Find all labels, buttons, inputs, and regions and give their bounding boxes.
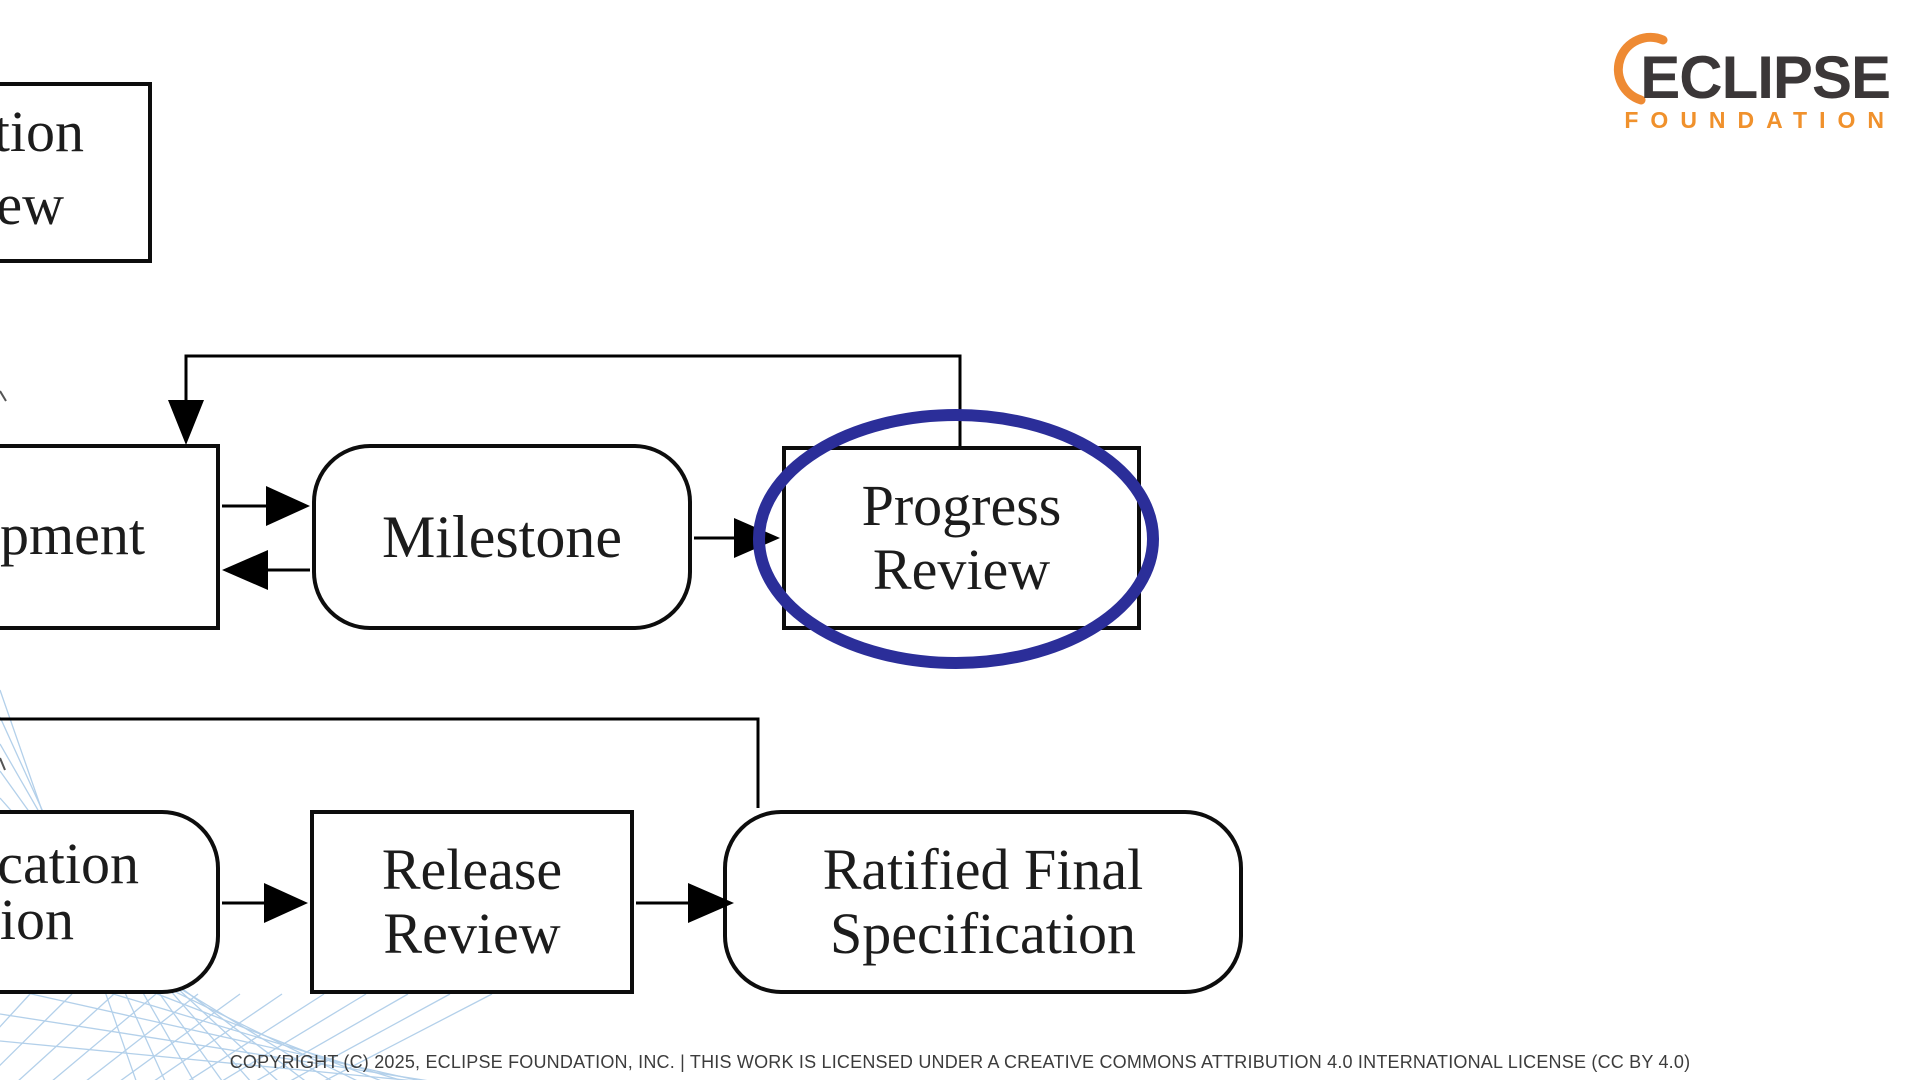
dev-to-milestone-arrowhead: [266, 486, 310, 526]
decorative-line: [290, 993, 451, 1080]
specification-version-box: [0, 810, 220, 994]
release-to-ratified-arrowhead: [688, 883, 734, 923]
decorative-line: [0, 1013, 428, 1080]
decorative-line: [0, 1040, 413, 1080]
spec-to-release-arrowhead: [264, 883, 308, 923]
ratified-label-line1: Ratified Final: [822, 837, 1144, 902]
milestone-to-dev-arrowhead: [222, 550, 268, 590]
release-review-label-line1: Release: [381, 837, 563, 902]
progress-review-box: Progress Review: [782, 446, 1141, 630]
milestone-box: Milestone: [312, 444, 692, 630]
decorative-line: [52, 993, 157, 1080]
creation-review-label-fragment-1: tion: [0, 99, 84, 164]
decorative-line: [120, 993, 241, 1080]
decorative-line: [188, 993, 325, 1080]
decorative-line: [0, 993, 73, 1067]
progress-review-label-line1: Progress: [861, 473, 1062, 538]
eclipse-logo-subtitle-text: FOUNDATION: [1624, 107, 1896, 133]
progress-feedback-arrowhead: [168, 400, 204, 445]
release-review-label-line2: Review: [383, 901, 561, 966]
development-box: [0, 444, 220, 630]
decorative-line: [0, 993, 31, 1028]
creation-review-box: [0, 82, 152, 263]
decorative-line: [86, 993, 199, 1080]
left-edge-mark-bottom: [0, 757, 6, 771]
eclipse-logo-title: ECLIPSE: [1640, 44, 1891, 111]
decorative-line: [256, 993, 409, 1080]
highlight-ellipse: [753, 409, 1159, 669]
progress-review-label-line2: Review: [872, 537, 1051, 602]
decorative-line: [18, 993, 115, 1080]
milestone-label: Milestone: [382, 504, 622, 570]
left-edge-mark-top: [0, 390, 7, 402]
progress-feedback-arrow-line: [184, 354, 962, 446]
decorative-line: [154, 993, 283, 1080]
decorative-line: [222, 993, 367, 1080]
development-label-fragment: pment: [0, 502, 145, 567]
eclipse-crescent-icon: [1613, 32, 1668, 105]
release-review-box: Release Review: [310, 810, 634, 994]
ratified-label-line2: Specification: [829, 901, 1136, 966]
specification-version-label-fragment-1: cation: [0, 831, 139, 896]
specification-version-label-fragment-2: ion: [0, 887, 74, 952]
decorative-line: [324, 993, 493, 1080]
eclipse-logo-subtitle: FOUNDATION: [1624, 109, 1884, 132]
ratified-feedback-line: [0, 717, 760, 808]
copyright-text: COPYRIGHT (C) 2025, ECLIPSE FOUNDATION, …: [229, 1052, 1691, 1072]
creation-review-label-fragment-2: ew: [0, 172, 64, 237]
ratified-final-specification-box: Ratified Final Specification: [723, 810, 1243, 994]
